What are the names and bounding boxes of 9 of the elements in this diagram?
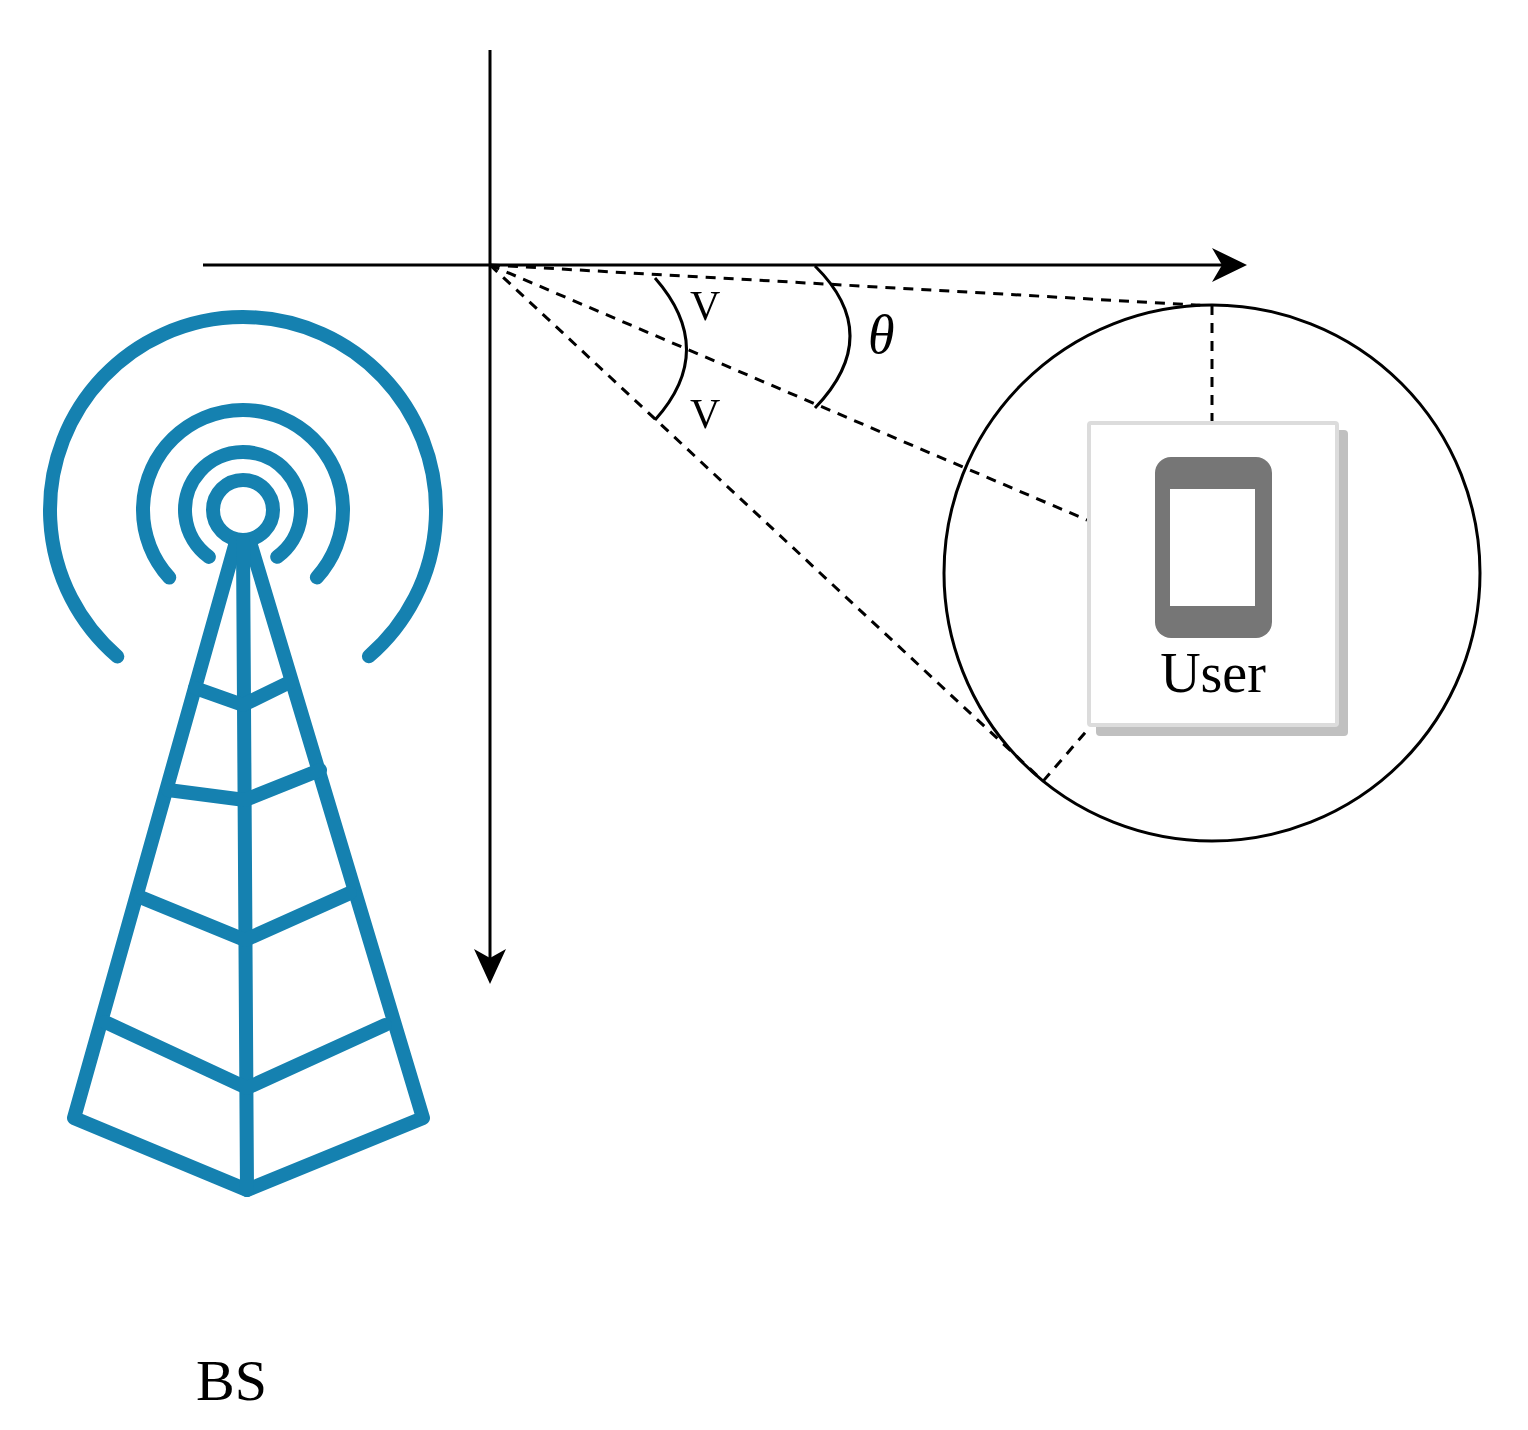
node-label: User xyxy=(1159,645,1267,701)
dashed-line xyxy=(1210,305,1214,421)
dashed-line xyxy=(488,263,1045,783)
dashed-line xyxy=(489,263,1088,522)
angle-label: θ xyxy=(868,308,895,362)
zone-circle xyxy=(942,303,1482,843)
station-label: BS xyxy=(196,1352,267,1410)
angle-label: V xyxy=(690,393,721,435)
angle-label: V xyxy=(690,285,721,327)
